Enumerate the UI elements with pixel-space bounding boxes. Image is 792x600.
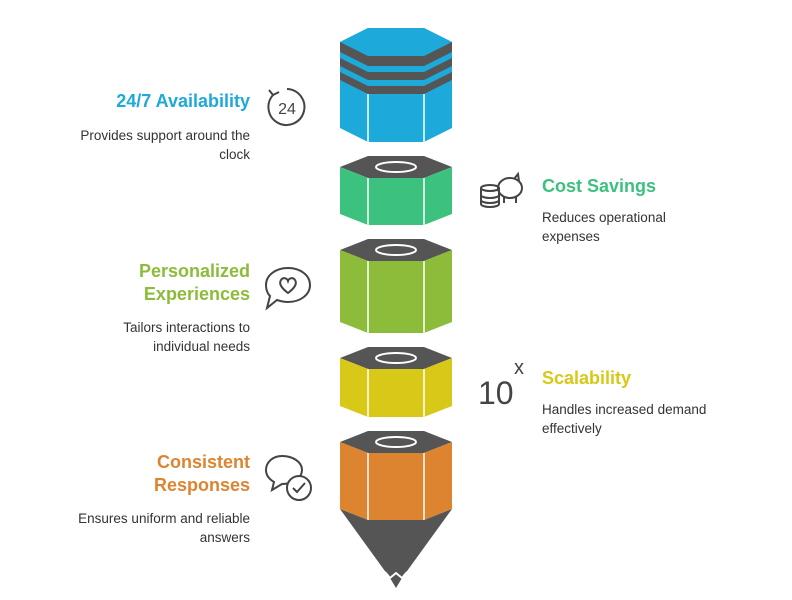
desc-line: Ensures uniform and reliable <box>78 511 250 526</box>
item-title-24-7-availability: 24/7 Availability <box>30 90 250 113</box>
desc-line: Handles increased demand <box>542 402 707 417</box>
item-desc-24-7-availability: Provides support around the clock <box>10 126 250 164</box>
desc-line: clock <box>219 147 250 162</box>
item-desc-scalability: Handles increased demand effectively <box>542 400 772 438</box>
title-line: Cost Savings <box>542 176 657 196</box>
title-line: Consistent <box>156 452 250 472</box>
item-desc-personalized-experiences: Tailors interactions to individual needs <box>10 318 250 356</box>
item-desc-consistent-responses: Ensures uniform and reliable answers <box>10 509 250 547</box>
segment-personalized-experiences <box>340 239 452 333</box>
pencil-tip <box>340 509 452 588</box>
ten-x-number: 10 <box>478 375 514 408</box>
desc-line: individual needs <box>153 339 250 354</box>
title-line: Experiences <box>143 284 250 304</box>
title-line: Responses <box>153 475 250 495</box>
segment-scalability <box>340 347 452 417</box>
title-line: Personalized <box>138 261 250 281</box>
segment-24-7-availability <box>340 28 452 142</box>
desc-line: Provides support around the <box>80 128 250 143</box>
desc-line: expenses <box>542 229 600 244</box>
segment-consistent-responses <box>340 431 452 520</box>
title-line: 24/7 Availability <box>116 91 250 111</box>
item-title-personalized-experiences: Personalized Experiences <box>30 260 250 306</box>
item-title-consistent-responses: Consistent Responses <box>30 451 250 497</box>
ten-x-icon: 10 x <box>478 357 524 408</box>
piggy-bank-icon <box>480 171 523 208</box>
item-title-scalability: Scalability <box>542 367 772 390</box>
segment-cost-savings <box>340 156 452 225</box>
item-desc-cost-savings: Reduces operational expenses <box>542 208 772 246</box>
item-title-cost-savings: Cost Savings <box>542 175 772 198</box>
heart-speech-icon <box>264 266 312 311</box>
desc-line: effectively <box>542 421 602 436</box>
desc-line: answers <box>199 530 250 545</box>
clock-24-label: 24 <box>278 101 296 118</box>
chat-check-icon <box>264 454 312 501</box>
clock-24-icon: 24 <box>267 88 306 126</box>
desc-line: Tailors interactions to <box>123 320 250 335</box>
ten-x-multiplier: x <box>514 357 524 379</box>
desc-line: Reduces operational <box>542 210 666 225</box>
title-line: Scalability <box>542 368 632 388</box>
